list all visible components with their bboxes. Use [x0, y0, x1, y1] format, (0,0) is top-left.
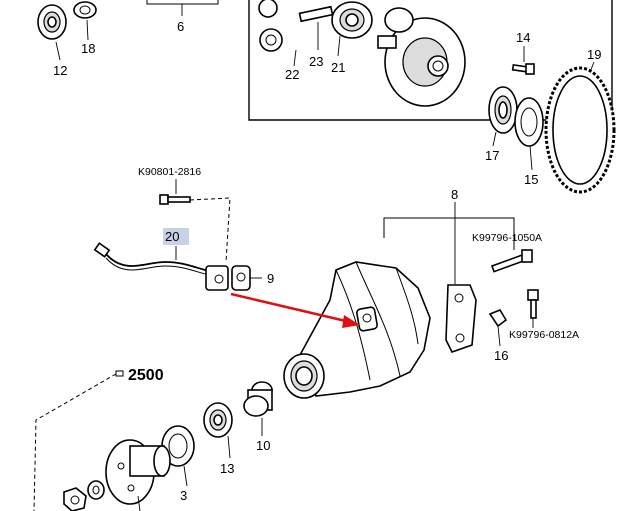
leader-16 — [497, 325, 501, 347]
dashed-axis-lower — [33, 373, 117, 511]
part-8-bracket — [383, 202, 515, 284]
callout-10: 10 — [256, 438, 270, 453]
part-number-bolt-top: K90801-2816 — [138, 166, 201, 178]
callout-23: 23 — [309, 54, 323, 69]
callout-19: 19 — [587, 47, 601, 62]
bolt-path-dashed — [189, 197, 231, 263]
leader-13 — [227, 435, 231, 459]
red-pointer-arrow — [230, 292, 360, 328]
label-20-highlight — [163, 228, 189, 245]
part-19-ring-gear — [544, 66, 616, 194]
part-18-washer — [73, 1, 97, 19]
part-16-dowel — [488, 309, 508, 328]
leader-19 — [589, 61, 595, 73]
part-17-bearing — [488, 86, 518, 134]
leader-3 — [183, 465, 188, 487]
part-21-side-gear — [331, 1, 373, 57]
callout-22: 22 — [285, 67, 299, 82]
ref-marker-2500 — [115, 370, 124, 377]
leader-22 — [293, 49, 297, 67]
callout-6: 6 — [177, 19, 184, 34]
companion-flange — [105, 439, 171, 511]
part-15-shim — [514, 97, 544, 147]
part-number-bolt-lower-right: K99796-0812A — [509, 329, 579, 341]
differential-case — [377, 7, 466, 107]
callout-17: 17 — [485, 148, 499, 163]
callout-12: 12 — [53, 63, 67, 78]
part-12-bearing — [37, 4, 67, 40]
part-number-bolt-right: K99796-1050A — [472, 232, 542, 244]
bolt-k99796-1050a — [490, 249, 533, 273]
part-10-spacer — [243, 381, 273, 417]
leader-18 — [86, 19, 89, 41]
leader-17 — [492, 131, 497, 147]
differential-internals-box — [248, 0, 613, 121]
leader-15 — [529, 145, 533, 171]
part-14-bolt — [511, 63, 535, 75]
part-22-pinion-gear — [258, 0, 283, 52]
leader-12 — [55, 41, 61, 61]
callout-18: 18 — [81, 41, 95, 56]
callout-20: 20 — [165, 229, 179, 244]
bolt-k90801-2816 — [159, 194, 191, 205]
part-20-abs-sensor — [93, 242, 229, 291]
part-23-shaft — [298, 5, 334, 50]
callout-14: 14 — [516, 30, 530, 45]
callout-8: 8 — [451, 187, 458, 202]
flange-washer — [87, 480, 105, 500]
part-6-bracket — [146, 0, 219, 16]
part-9-gasket — [231, 265, 251, 291]
callout-3: 3 — [180, 488, 187, 503]
bearing-cap — [445, 284, 477, 353]
callout-21: 21 — [331, 60, 345, 75]
callout-16: 16 — [494, 348, 508, 363]
part-13-bearing — [203, 402, 233, 438]
bolt-k99796-0812a — [527, 289, 539, 319]
differential-carrier-housing — [283, 261, 431, 399]
flange-nut — [63, 487, 87, 511]
callout-13: 13 — [220, 461, 234, 476]
callout-2500: 2500 — [128, 367, 164, 384]
callout-9: 9 — [267, 271, 274, 286]
callout-15: 15 — [524, 172, 538, 187]
